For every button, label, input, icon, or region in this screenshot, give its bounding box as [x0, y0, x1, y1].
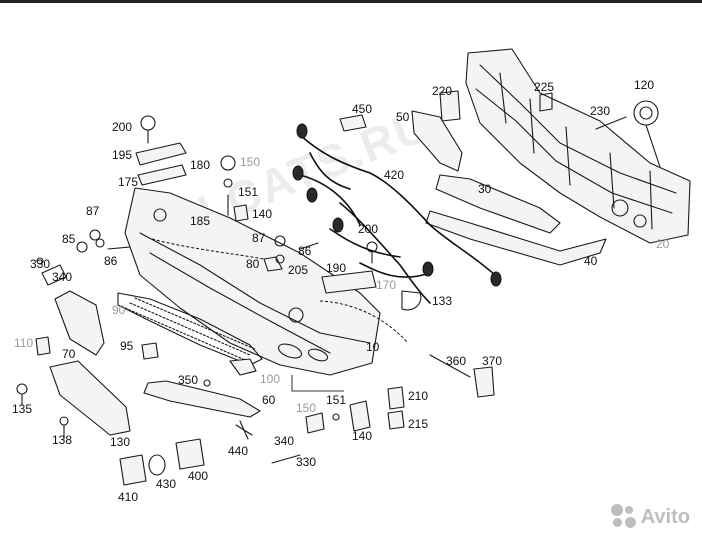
- part-label-40: 40: [584, 254, 598, 268]
- part-label-140: 140: [352, 429, 372, 443]
- part-label-360: 360: [446, 354, 466, 368]
- part-label-420: 420: [384, 168, 404, 182]
- part-label-150: 150: [296, 401, 316, 415]
- part-label-170: 170: [376, 278, 396, 292]
- bumper-cover: [124, 187, 381, 376]
- part-label-175: 175: [118, 175, 138, 189]
- part-label-100: 100: [260, 372, 280, 386]
- avito-logo-icon: [610, 504, 637, 530]
- part-label-200: 200: [358, 222, 378, 236]
- part-label-205: 205: [288, 263, 308, 277]
- part-label-230: 230: [590, 104, 610, 118]
- part-label-86: 86: [104, 254, 118, 268]
- part-label-80: 80: [246, 257, 260, 271]
- part-label-86: 86: [298, 244, 312, 258]
- part-label-133: 133: [432, 294, 452, 308]
- part-label-138: 138: [52, 433, 72, 447]
- lower-molding: [143, 256, 283, 418]
- part-label-150: 150: [240, 155, 260, 169]
- lower-grille-mesh: [117, 292, 263, 366]
- part-label-180: 180: [190, 158, 210, 172]
- part-label-110: 110: [14, 336, 33, 350]
- part-label-370: 370: [482, 354, 502, 368]
- part-label-220: 220: [432, 84, 452, 98]
- part-label-430: 430: [156, 477, 176, 491]
- spoiler-strips: [411, 110, 607, 266]
- part-label-85: 85: [62, 232, 76, 246]
- part-label-190: 190: [326, 261, 346, 275]
- part-label-135: 135: [12, 402, 32, 416]
- part-label-30: 30: [478, 182, 492, 196]
- part-label-90: 90: [112, 303, 126, 317]
- part-label-195: 195: [112, 148, 132, 162]
- hardware-clips: [16, 90, 661, 486]
- part-label-10: 10: [366, 340, 380, 354]
- part-label-151: 151: [238, 185, 258, 199]
- callout-labels: 10 20 30 40 50 60 70 80 85 86 86 87 87 90 95 100 110 120 1…: [12, 78, 670, 504]
- part-label-87: 87: [252, 231, 266, 245]
- part-label-151: 151: [326, 393, 346, 407]
- part-label-340: 340: [274, 434, 294, 448]
- part-label-215: 215: [408, 417, 428, 431]
- part-label-185: 185: [190, 214, 210, 228]
- side-molding: [49, 290, 131, 436]
- part-label-400: 400: [188, 469, 208, 483]
- part-label-140: 140: [252, 207, 272, 221]
- part-label-50: 50: [396, 110, 410, 124]
- part-label-410: 410: [118, 490, 138, 504]
- part-label-130: 130: [110, 435, 130, 449]
- part-label-95: 95: [120, 339, 134, 353]
- brand-name: Avito: [640, 505, 690, 528]
- bumper-carrier: [465, 48, 691, 244]
- brand-watermark: Avito: [610, 504, 690, 530]
- part-label-120: 120: [634, 78, 654, 92]
- wiring-harness: [292, 123, 502, 304]
- exploded-parts-diagram: 10 20 30 40 50 60 70 80 85 86 86 87 87 90 95 100 110 120 1…: [12, 48, 691, 504]
- part-label-350: 350: [178, 373, 198, 387]
- part-label-70: 70: [62, 347, 76, 361]
- part-label-200: 200: [112, 120, 132, 134]
- part-label-210: 210: [408, 389, 428, 403]
- part-label-60: 60: [262, 393, 276, 407]
- part-label-450: 450: [352, 102, 372, 116]
- part-label-20: 20: [656, 237, 670, 251]
- part-label-330: 330: [30, 257, 50, 271]
- part-label-225: 225: [534, 80, 554, 94]
- part-label-440: 440: [228, 444, 248, 458]
- part-label-340: 340: [52, 270, 72, 284]
- part-label-87: 87: [86, 204, 100, 218]
- part-label-330: 330: [296, 455, 316, 469]
